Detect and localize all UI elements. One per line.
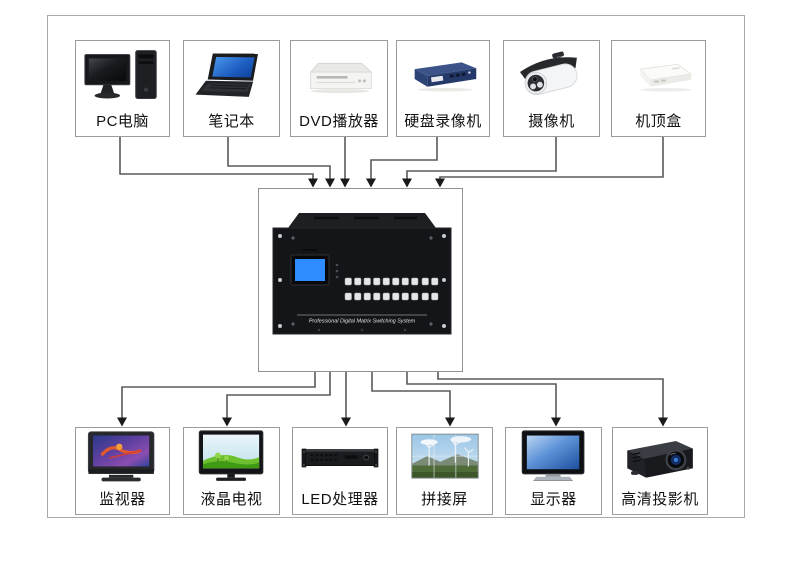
device-label: 液晶电视 <box>200 491 263 508</box>
display-icon <box>506 428 601 487</box>
device-label: 硬盘录像机 <box>404 113 482 130</box>
wire-input-pc <box>119 137 318 188</box>
diagram-outer-border <box>47 15 745 518</box>
cctv-camera-icon <box>504 41 599 109</box>
wire-output-projector <box>437 372 668 427</box>
output-box-ledproc: LED处理器 <box>292 427 388 515</box>
input-box-stb: 机顶盒 <box>611 40 706 137</box>
output-box-monitor: 监视器 <box>75 427 170 515</box>
device-label: LED处理器 <box>301 491 379 508</box>
wire-input-dvr <box>366 137 438 188</box>
output-box-projector: 高清投影机 <box>612 427 708 515</box>
dvr-icon <box>397 41 489 109</box>
device-label: 显示器 <box>530 491 577 508</box>
wire-input-stb <box>435 137 664 188</box>
device-label: 机顶盒 <box>635 113 682 130</box>
device-label: 监视器 <box>99 491 146 508</box>
wire-output-lcdtv <box>222 372 331 427</box>
output-box-display: 显示器 <box>505 427 602 515</box>
dvd-player-icon <box>291 41 387 109</box>
device-label: 高清投影机 <box>621 491 699 508</box>
input-box-laptop: 笔记本 <box>183 40 280 137</box>
desktop-pc-icon <box>76 41 169 109</box>
device-label: 摄像机 <box>528 113 575 130</box>
input-box-camera: 摄像机 <box>503 40 600 137</box>
input-box-dvd: DVD播放器 <box>290 40 388 137</box>
laptop-icon <box>184 41 279 109</box>
device-label: PC电脑 <box>96 113 149 130</box>
wire-output-display <box>406 372 561 427</box>
output-box-videowall: 拼接屏 <box>396 427 493 515</box>
led-processor-icon <box>293 428 387 487</box>
device-label: 拼接屏 <box>421 491 468 508</box>
video-wall-icon <box>397 428 492 487</box>
projector-icon <box>613 428 707 487</box>
monitor-icon <box>76 428 169 487</box>
input-box-dvr: 硬盘录像机 <box>396 40 490 137</box>
input-box-pc: PC电脑 <box>75 40 170 137</box>
wire-output-videowall <box>371 372 455 427</box>
device-label: DVD播放器 <box>299 113 379 130</box>
wire-input-camera <box>402 137 557 188</box>
device-label: 笔记本 <box>208 113 255 130</box>
output-box-lcdtv: 液晶电视 <box>183 427 280 515</box>
wire-input-laptop <box>227 137 335 188</box>
switcher-caption: Professional Digital Matrix Switching Sy… <box>309 319 416 325</box>
set-top-box-icon <box>612 41 705 109</box>
matrix-switcher-icon: Professional Digital Matrix Switching Sy… <box>272 213 452 335</box>
lcd-tv-icon <box>184 428 279 487</box>
matrix-switcher-box: Professional Digital Matrix Switching Sy… <box>258 188 463 372</box>
wire-output-monitor <box>117 372 316 427</box>
